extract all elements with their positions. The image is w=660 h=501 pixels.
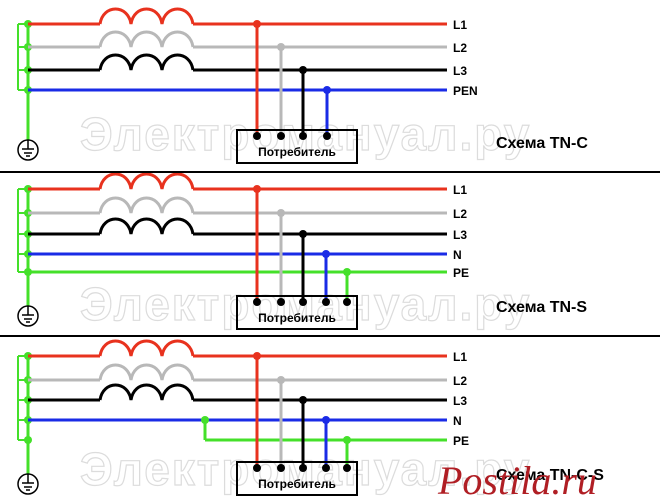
wire-label-L3: L3 [453,228,467,242]
coil-icon [98,196,195,214]
junction-dot-icon [299,230,307,238]
wire-label-L1: L1 [453,18,467,32]
junction-dot-icon [277,298,285,306]
junction-dot-icon [323,132,331,140]
junction-dot-icon [253,20,261,28]
junction-dot-icon [277,43,285,51]
ground-icon [17,305,39,327]
junction-dot-icon [343,436,351,444]
junction-dot-icon [343,268,351,276]
junction-dot-icon [253,132,261,140]
coil-icon [98,339,195,357]
consumer-box [236,129,358,164]
junction-dot-icon [299,464,307,472]
wire-label-L2: L2 [453,207,467,221]
coil-icon [98,30,195,48]
junction-dot-icon [253,464,261,472]
junction-dot-icon [322,298,330,306]
junction-dot-icon [253,298,261,306]
coil-icon [98,53,195,71]
postila-logo: Postila.ru [437,458,597,501]
wire-label-PE: PE [453,266,469,280]
junction-dot-icon [299,132,307,140]
junction-dot-icon [343,298,351,306]
wire-label-L1: L1 [453,183,467,197]
consumer-box [236,461,358,496]
junction-dot-icon [24,436,32,444]
wire-label-N: N [453,414,462,428]
junction-dot-icon [277,209,285,217]
junction-dot-icon [322,416,330,424]
wire-label-L2: L2 [453,374,467,388]
junction-dot-icon [253,352,261,360]
coil-icon [98,172,195,190]
coil-icon [98,383,195,401]
scheme-title: Схема TN-C [496,135,588,152]
scheme-title: Схема TN-S [496,299,587,316]
junction-dot-icon [277,464,285,472]
junction-dot-icon [277,132,285,140]
scheme-title: Схема TN-C-S [496,467,604,484]
wire-label-L3: L3 [453,64,467,78]
coil-icon [98,363,195,381]
wire-label-PE: PE [453,434,469,448]
wire-label-L1: L1 [453,350,467,364]
coil-icon [98,217,195,235]
ground-icon [17,139,39,161]
junction-dot-icon [277,376,285,384]
junction-dot-icon [299,66,307,74]
ground-icon [17,473,39,495]
wire-label-L3: L3 [453,394,467,408]
consumer-label: Потребитель [258,311,336,325]
junction-dot-icon [253,185,261,193]
junction-dot-icon [299,298,307,306]
junction-dot-icon [299,396,307,404]
coil-icon [98,7,195,25]
junction-dot-icon [343,464,351,472]
consumer-box [236,295,358,330]
junction-dot-icon [201,416,209,424]
junction-dot-icon [322,464,330,472]
wire-label-N: N [453,248,462,262]
wire-label-PEN: PEN [453,84,478,98]
consumer-label: Потребитель [258,145,336,159]
junction-dot-icon [322,250,330,258]
consumer-label: Потребитель [258,477,336,491]
junction-dot-icon [323,86,331,94]
wire-label-L2: L2 [453,41,467,55]
